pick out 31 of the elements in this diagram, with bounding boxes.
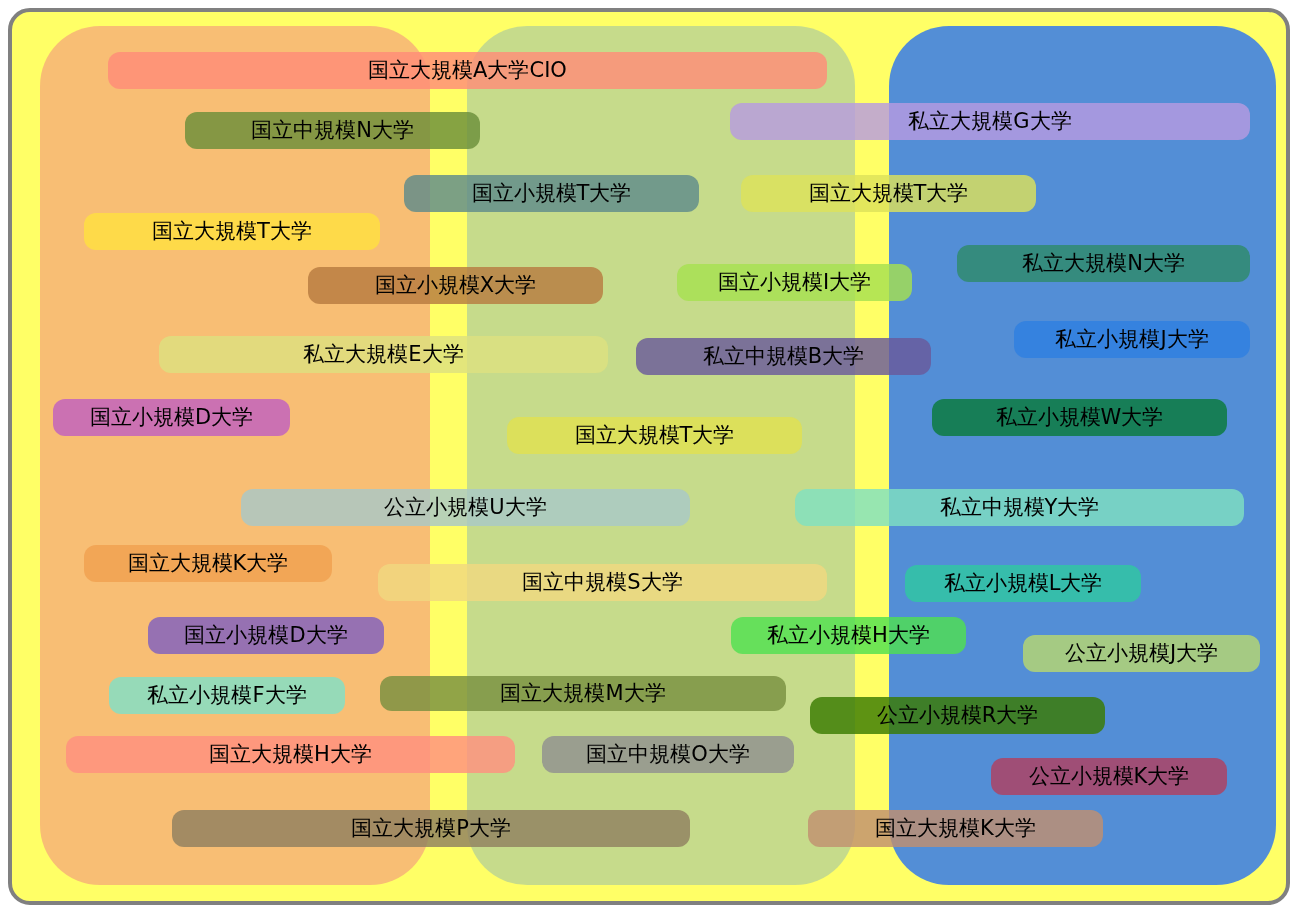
university-pill: 私立小規模F大学 <box>109 677 345 714</box>
university-pill: 私立大規模E大学 <box>159 336 608 373</box>
university-pill: 国立大規模T大学 <box>507 417 802 454</box>
university-pill: 公立小規模R大学 <box>810 697 1105 734</box>
university-pill: 国立大規模M大学 <box>380 676 786 711</box>
university-pill: 国立小規模D大学 <box>53 399 290 436</box>
university-pill: 国立小規模X大学 <box>308 267 603 304</box>
university-pill: 私立小規模H大学 <box>731 617 966 654</box>
university-pill: 国立大規模T大学 <box>741 175 1036 212</box>
university-pill: 国立中規模S大学 <box>378 564 827 601</box>
university-pill: 私立小規模J大学 <box>1014 321 1250 358</box>
university-pill: 国立中規模N大学 <box>185 112 480 149</box>
university-pill: 私立小規模W大学 <box>932 399 1227 436</box>
university-pill: 国立大規模H大学 <box>66 736 515 773</box>
university-pill: 公立小規模U大学 <box>241 489 690 526</box>
university-pill: 国立小規模I大学 <box>677 264 912 301</box>
university-pill: 国立大規模A大学CIO <box>108 52 827 89</box>
university-pill: 国立大規模P大学 <box>172 810 690 847</box>
university-pill: 公立小規模K大学 <box>991 758 1227 795</box>
university-pill: 国立大規模T大学 <box>84 213 380 250</box>
university-pill: 国立小規模T大学 <box>404 175 699 212</box>
university-pill: 国立大規模K大学 <box>84 545 332 582</box>
university-pill: 私立小規模L大学 <box>905 565 1141 602</box>
university-pill: 公立小規模J大学 <box>1023 635 1260 672</box>
university-pill: 私立中規模B大学 <box>636 338 931 375</box>
university-pill: 国立中規模O大学 <box>542 736 794 773</box>
university-pill: 私立大規模G大学 <box>730 103 1250 140</box>
university-pill: 私立中規模Y大学 <box>795 489 1244 526</box>
university-pill: 私立大規模N大学 <box>957 245 1250 282</box>
university-pill: 国立小規模D大学 <box>148 617 384 654</box>
university-pill: 国立大規模K大学 <box>808 810 1103 847</box>
